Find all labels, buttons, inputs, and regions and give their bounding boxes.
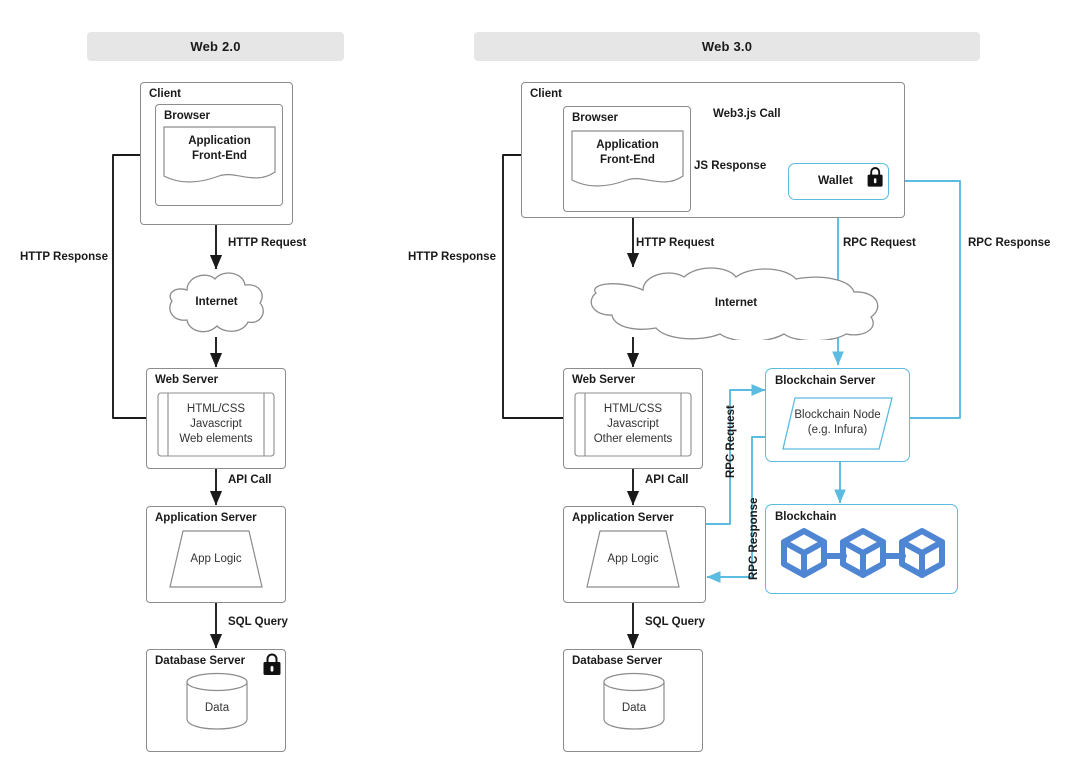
web2-edge-label-http-request: HTTP Request [228,237,307,249]
web3-internet-cloud-shape [590,267,879,340]
web3-blockchain-server-label: Blockchain Server [775,375,876,387]
web2-internet-label: Internet [195,295,238,308]
web2-web-stack-label: HTML/CSS Javascript Web elements [179,403,253,445]
web3-blockchain-node-label: Blockchain Node (e.g. Infura) [794,409,881,436]
web3-blockchain-node-shape [782,397,893,450]
web3-browser-label: Browser [572,112,619,124]
web2-web-server-label: Web Server [155,374,219,386]
web2-application-front-end-label: Application Front-End [188,135,251,162]
cube-chain-icon [781,528,945,578]
web3-application-front-end-label: Application Front-End [596,139,659,166]
web2-data-cylinder-shape [186,672,248,730]
web2-edge-label-api-call: API Call [228,474,272,486]
web3-edge-label-rpc-response-vertical: RPC Response [748,497,760,580]
web3-wallet-label: Wallet [818,173,853,187]
lock-icon [867,167,883,187]
web3-database-server-label: Database Server [572,655,663,667]
lock-icon [263,653,281,675]
web2-data-label: Data [204,701,230,714]
web2-internet-cloud-shape [169,272,264,333]
web3-process-shape [574,392,692,457]
web2-database-server-label: Database Server [155,655,246,667]
web2-app-logic-shape [169,530,263,588]
web2-client-label: Client [149,88,181,100]
web3-data-cylinder-shape [603,672,665,730]
web3-client-label: Client [530,88,562,100]
web3-edge-label-rpc-response: RPC Response [968,237,1051,249]
web3-internet-label: Internet [714,296,758,309]
web3-edge-label-http-request: HTTP Request [636,237,715,249]
web2-app-logic-label: App Logic [190,552,242,565]
web3-application-server-label: Application Server [572,512,674,524]
panel-header-web3: Web 3.0 [474,32,980,61]
web3-data-label: Data [621,701,647,714]
web3-edge-label-api-call: API Call [645,474,689,486]
web2-edge-label-http-response: HTTP Response [20,251,108,263]
web2-application-server-label: Application Server [155,512,257,524]
web3-web-server-label: Web Server [572,374,636,386]
web3-application-front-end-shape [571,130,684,187]
web3-web-stack-label: HTML/CSS Javascript Other elements [593,403,673,445]
web2-process-shape [157,392,275,457]
web3-edge-label-http-response: HTTP Response [408,251,496,263]
web3-app-logic-shape [586,530,680,588]
web3-edge-label-rpc-request: RPC Request [843,237,916,249]
web2-browser-label: Browser [164,110,211,122]
panel-header-web2: Web 2.0 [87,32,344,61]
web3-app-logic-label: App Logic [607,552,659,565]
web3-edge-label-rpc-request-vertical: RPC Request [725,405,737,478]
web3-edge-label-web3js-call: Web3.js Call [713,108,781,120]
web3-edge-label-sql-query: SQL Query [645,616,705,628]
web3-edge-label-js-response: JS Response [694,160,767,172]
web3-blockchain-label: Blockchain [775,511,837,523]
web2-application-front-end-shape [163,126,276,183]
web2-edge-label-sql-query: SQL Query [228,616,288,628]
